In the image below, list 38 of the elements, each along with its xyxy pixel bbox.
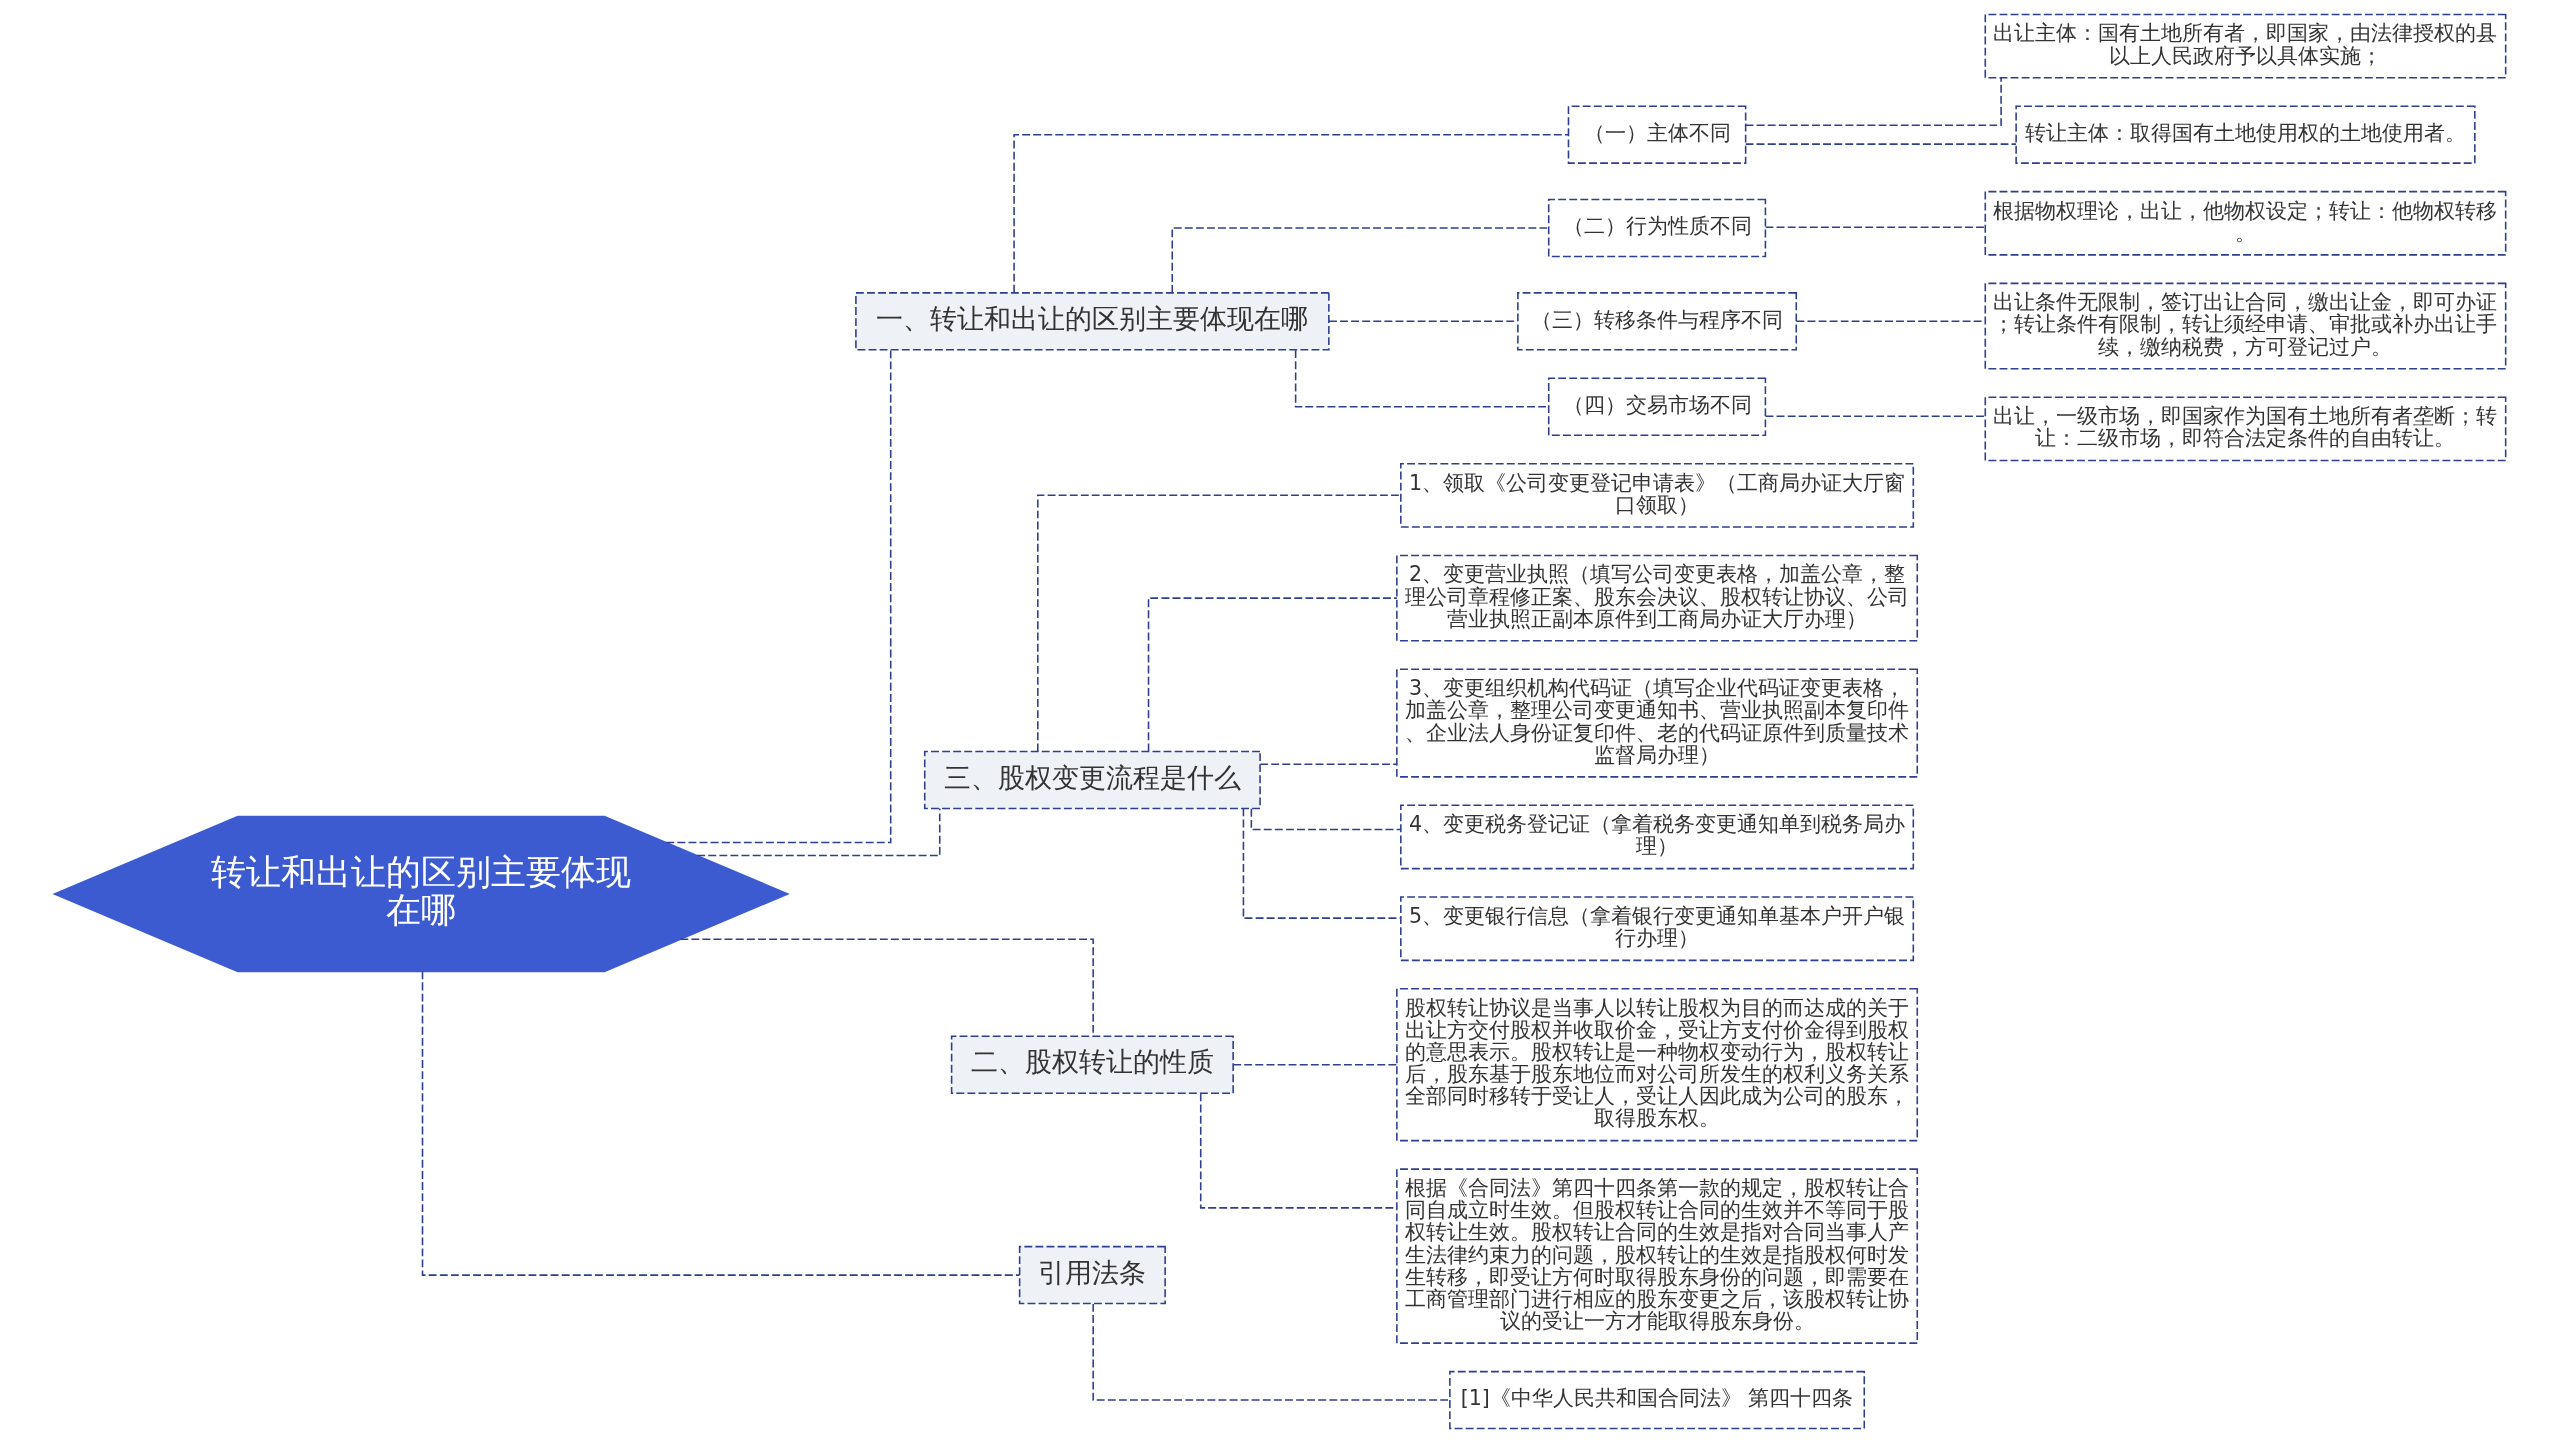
connector xyxy=(1242,807,1402,919)
node-box: 转让主体：取得国有土地使用权的土地使用者。 xyxy=(2015,105,2476,164)
node-box: 2、变更营业执照（填写公司变更表格，加盖公章，整理公司章程修正案、股东会决议、股权转让协议、公司营业执照正副本原件到工商局办证大厅办理） xyxy=(1396,554,1919,642)
connector xyxy=(1764,226,1986,228)
node-box: [1]《中华人民共和国合同法》 第四十四条 xyxy=(1449,1370,1866,1430)
connector xyxy=(696,807,941,857)
connector xyxy=(1037,494,1402,752)
node-box: （三）转移条件与程序不同 xyxy=(1517,292,1798,351)
node-box: 3、变更组织机构代码证（填写企业代码证变更表格，加盖公章，整理公司变更通知书、营业执照副本复印件、企业法人身份证复印件、老的代码证原件到质量技术监督局办理） xyxy=(1396,668,1919,778)
node-box: 出让条件无限制，签订出让合同，缴出让金，即可办证；转让条件有限制，转让须经申请、审批或补办出让手续，缴纳税费，方可登记过户。 xyxy=(1984,282,2507,370)
connector xyxy=(1328,320,1519,323)
node-box: 4、变更税务登记证（拿着税务变更通知单到税务局办理） xyxy=(1400,804,1915,870)
node-box: 一、转让和出让的区别主要体现在哪 xyxy=(855,292,1330,351)
connector xyxy=(1745,143,2017,145)
connector xyxy=(1147,597,1398,752)
node-box: 根据《合同法》第四十四条第一款的规定，股权转让合同自成立时生效。但股权转让合同的生效并不等同于股权转让生效。股权转让合同的生效是指对合同当事人产生法律约束力的问题，股权转让的生效是指股权何时发生转移，即受让方何时取得股东身份的问题，即需要在工商管理部门进行相应的股东变更之后，该股权转让协议的受让一方才能取得股东身份。 xyxy=(1396,1168,1919,1344)
connector xyxy=(1250,808,1402,831)
node-box: 出让主体：国有土地所有者，即国家，由法律授权的县以上人民政府予以具体实施； xyxy=(1984,13,2507,79)
node-box: 二、股权转让的性质 xyxy=(950,1035,1234,1094)
connector xyxy=(1764,415,1986,417)
connector xyxy=(1259,763,1398,765)
node-box: 出让，一级市场，即国家作为国有土地所有者垄断；转让：二级市场，即符合法定条件的自由转让。 xyxy=(1984,396,2507,462)
node-box: 引用法条 xyxy=(1018,1245,1166,1305)
connector xyxy=(1744,77,2002,126)
node-box: 股权转让协议是当事人以转让股权为目的而达成的关于出让方交付股权并收取价金，受让方支付价金得到股权的意思表示。股权转让是一种物权变动行为，股权转让后，股东基于股东地位而对公司所发生的权利义务关系全部同时移转于受让人，受让人因此成为公司的股东，取得股东权。 xyxy=(1396,988,1919,1142)
connector xyxy=(665,349,892,844)
node-box: 5、变更银行信息（拿着银行变更通知单基本户开户银行办理） xyxy=(1400,896,1915,962)
connector xyxy=(1171,227,1550,294)
node-box: （二）行为性质不同 xyxy=(1547,198,1767,258)
node-box: 1、领取《公司变更登记申请表》（工商局办证大厅窗口领取） xyxy=(1400,462,1915,528)
node-box: （一）主体不同 xyxy=(1567,105,1747,164)
node-box: 三、股权变更流程是什么 xyxy=(923,750,1261,810)
connector xyxy=(1013,133,1570,294)
connector xyxy=(1092,1303,1451,1401)
node-box: 根据物权理论，出让，他物权设定；转让：他物权转移。 xyxy=(1984,190,2507,256)
connector xyxy=(421,970,1021,1276)
connector xyxy=(1232,1063,1398,1066)
node-box: （四）交易市场不同 xyxy=(1547,377,1767,436)
